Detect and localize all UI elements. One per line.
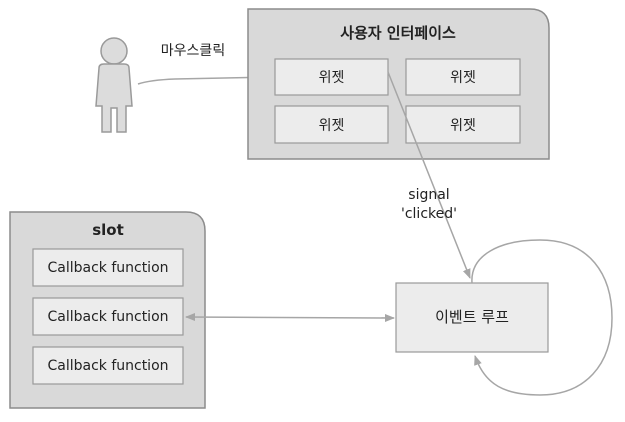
loop-arrow xyxy=(471,239,613,396)
callback-box[interactable]: Callback function xyxy=(32,297,184,336)
callback-box[interactable]: Callback function xyxy=(32,248,184,287)
callback-label: Callback function xyxy=(47,260,168,276)
widget-box[interactable]: 위젯 xyxy=(274,58,389,96)
widget-box[interactable]: 위젯 xyxy=(405,105,521,144)
widget-box[interactable]: 위젯 xyxy=(405,58,521,96)
event-loop-box: 이벤트 루프 xyxy=(395,282,549,353)
widget-label: 위젯 xyxy=(319,118,345,134)
callback-label: Callback function xyxy=(47,309,168,325)
click-arrow xyxy=(137,73,273,85)
user-actor-icon xyxy=(95,37,133,133)
ui-panel-title: 사용자 인터페이스 xyxy=(340,24,456,42)
event-loop-label: 이벤트 루프 xyxy=(435,308,509,326)
signal-arrow xyxy=(387,71,471,279)
ui-panel: 사용자 인터페이스 위젯 위젯 위젯 위젯 xyxy=(247,8,550,160)
callback-label: Callback function xyxy=(47,358,168,374)
widget-label: 위젯 xyxy=(450,70,476,86)
slot-panel-title: slot xyxy=(92,221,124,239)
signal-label: signal xyxy=(408,187,449,203)
widget-box[interactable]: 위젯 xyxy=(274,105,389,144)
widget-label: 위젯 xyxy=(450,118,476,134)
slot-panel: slot Callback function Callback function… xyxy=(9,211,206,409)
widget-label: 위젯 xyxy=(319,70,345,86)
dispatch-arrow xyxy=(185,313,395,322)
mouse-click-label: 마우스클릭 xyxy=(161,43,225,59)
signal-name-label: 'clicked' xyxy=(401,206,457,222)
callback-box[interactable]: Callback function xyxy=(32,346,184,385)
